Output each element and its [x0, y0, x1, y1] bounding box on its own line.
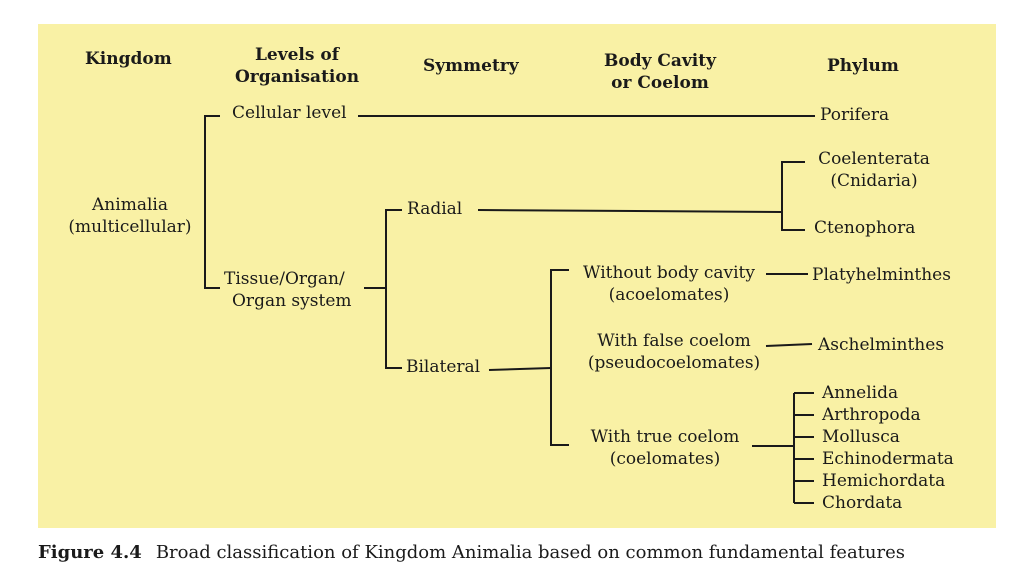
connector-coelomate-phyla	[793, 392, 814, 504]
cavity-coelomates-line-2: (coelomates)	[609, 449, 721, 469]
connector-pseudo	[765, 343, 813, 347]
figure-caption-text: Broad classification of Kingdom Animalia…	[155, 542, 905, 563]
cavity-pseudocoelomates: With false coelom (pseudocoelomates)	[582, 330, 766, 374]
kingdom-name: Animalia	[92, 195, 168, 215]
symmetry-radial: Radial	[407, 199, 463, 219]
phylum-chordata: Chordata	[822, 493, 903, 513]
cavity-pseudo-line-2: (pseudocoelomates)	[587, 353, 761, 373]
phylum-coelenterata-line-1: Coelenterata	[818, 149, 930, 169]
connector-radial	[477, 209, 783, 213]
kingdom-note: (multicellular)	[68, 217, 192, 237]
figure-caption: Figure 4.4 Broad classification of Kingdo…	[38, 541, 1004, 565]
phylum-ctenophora: Ctenophora	[814, 218, 916, 238]
header-kingdom: Kingdom	[85, 49, 172, 69]
phylum-coelenterata: Coelenterata (Cnidaria)	[812, 148, 936, 192]
phylum-aschelminthes: Aschelminthes	[818, 335, 945, 355]
connector-cavity-bracket	[550, 269, 569, 446]
header-symmetry: Symmetry	[423, 56, 519, 76]
phylum-platyhelminthes: Platyhelminthes	[812, 265, 951, 285]
cavity-acoelomates-line-2: (acoelomates)	[608, 285, 730, 305]
header-cavity-line-1: Body Cavity	[603, 51, 716, 71]
cavity-acoelomates: Without body cavity (acoelomates)	[572, 262, 766, 306]
symmetry-bilateral: Bilateral	[406, 357, 481, 377]
header-levels-line-1: Levels of	[254, 45, 340, 65]
phylum-hemichordata: Hemichordata	[822, 471, 946, 491]
level-tissue-line-1: Tissue/Organ/	[224, 269, 345, 289]
connector-tissue-symmetry	[364, 209, 402, 369]
diagram-panel	[38, 24, 996, 528]
header-levels-line-2: Organisation	[235, 67, 360, 87]
connector-radial-phyla	[781, 161, 805, 231]
header-cavity-line-2: or Coelom	[611, 73, 709, 93]
cavity-coelomates-line-1: With true coelom	[590, 427, 740, 447]
phylum-echinodermata: Echinodermata	[822, 449, 954, 469]
header-levels: Levels of Organisation	[235, 44, 359, 88]
phylum-mollusca: Mollusca	[822, 427, 900, 447]
cavity-acoelomates-line-1: Without body cavity	[583, 263, 755, 283]
phylum-porifera: Porifera	[820, 105, 890, 125]
level-tissue-line-2: Organ system	[232, 291, 352, 311]
level-cellular: Cellular level	[232, 103, 347, 123]
header-body-cavity: Body Cavity or Coelom	[596, 50, 724, 94]
header-phylum: Phylum	[827, 56, 899, 76]
cavity-coelomates: With true coelom (coelomates)	[580, 426, 750, 470]
phylum-annelida: Annelida	[822, 383, 899, 403]
connector-kingdom	[204, 115, 220, 289]
kingdom-animalia: Animalia (multicellular)	[64, 194, 196, 238]
phylum-arthropoda: Arthropoda	[822, 405, 921, 425]
connector-bilateral	[488, 367, 552, 371]
figure-label: Figure 4.4	[38, 542, 142, 563]
phylum-coelenterata-line-2: (Cnidaria)	[830, 171, 918, 191]
cavity-pseudo-line-1: With false coelom	[597, 331, 751, 351]
level-tissue: Tissue/Organ/ Organ system	[224, 268, 352, 312]
